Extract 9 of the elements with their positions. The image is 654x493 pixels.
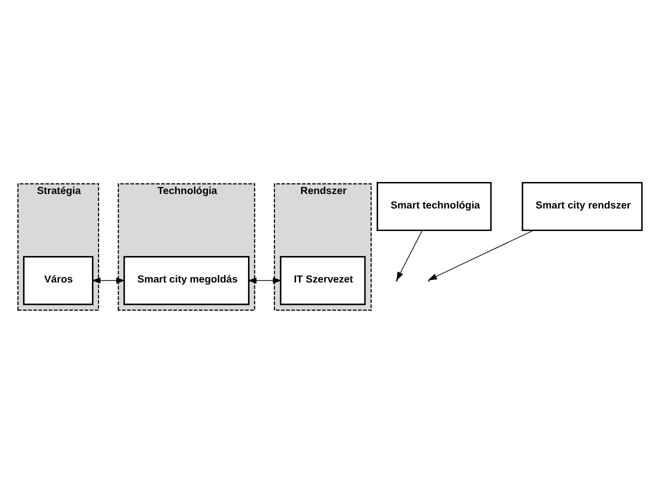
node-box: Smart city megoldás — [123, 255, 250, 305]
node-box: Város — [23, 255, 94, 305]
node-box: Smart technológia — [376, 181, 492, 231]
node-box: IT Szervezet — [280, 255, 366, 305]
node-box: Smart city rendszer — [522, 181, 643, 231]
arrow — [248, 276, 282, 284]
arrow — [396, 230, 423, 280]
arrow — [92, 276, 126, 284]
arrow — [428, 230, 534, 280]
